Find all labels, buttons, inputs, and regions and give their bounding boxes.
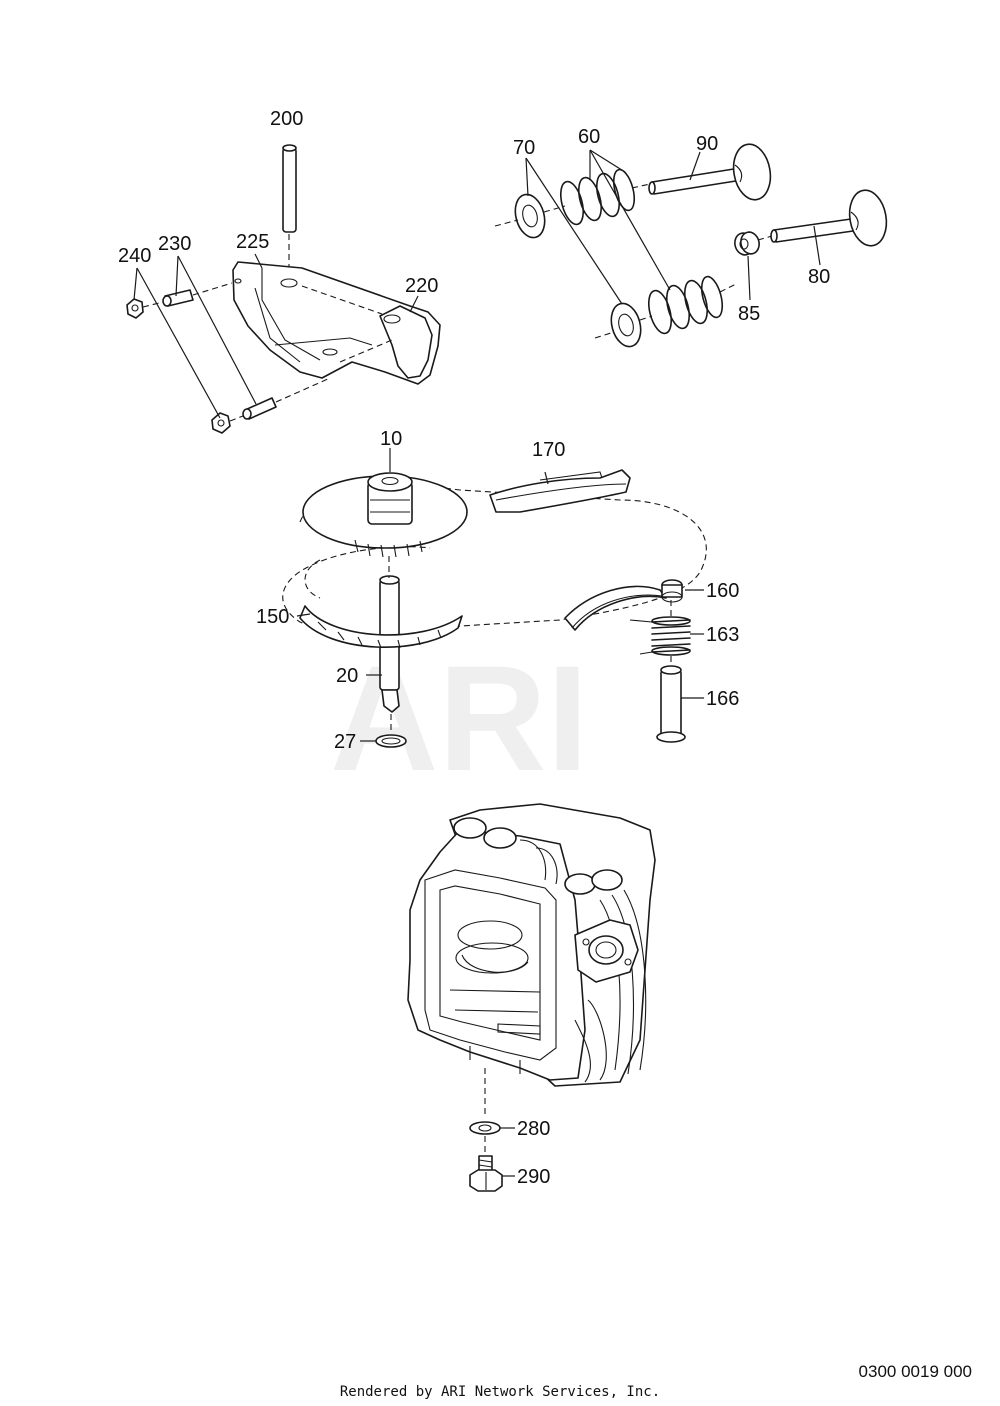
label-290: 290 — [517, 1166, 550, 1188]
label-230: 230 — [158, 233, 191, 255]
diagram-code: 0300 0019 000 — [858, 1362, 972, 1381]
part-cylinder-head[interactable] — [407, 803, 656, 1087]
part-10-cam-sprocket[interactable] — [302, 472, 468, 558]
label-80: 80 — [808, 266, 830, 288]
label-27: 27 — [334, 731, 356, 753]
part-chain-outline — [282, 482, 707, 637]
part-70-retainer-lower[interactable] — [607, 300, 645, 350]
label-10: 10 — [380, 428, 402, 450]
part-166-tensioner-pin[interactable] — [656, 665, 686, 743]
part-220-pivot[interactable] — [379, 305, 433, 379]
label-20: 20 — [336, 665, 358, 687]
label-200: 200 — [270, 108, 303, 130]
part-230-stud-lower[interactable] — [242, 397, 277, 420]
label-166: 166 — [706, 688, 739, 710]
part-150-chain-guide[interactable] — [299, 605, 463, 649]
label-225: 225 — [236, 231, 269, 253]
part-85-valve-seal[interactable] — [732, 230, 761, 257]
label-90: 90 — [696, 133, 718, 155]
label-150: 150 — [256, 606, 289, 628]
label-220: 220 — [405, 275, 438, 297]
part-60-spring-upper[interactable] — [557, 167, 638, 226]
part-170-chain-slider[interactable] — [489, 469, 631, 513]
part-225-bracket[interactable] — [232, 261, 441, 385]
part-230-stud-upper[interactable] — [162, 289, 194, 307]
part-labels: 200 240 230 225 220 70 60 90 80 85 10 17… — [118, 108, 830, 1188]
part-27-washer[interactable] — [375, 734, 407, 748]
label-160: 160 — [706, 580, 739, 602]
label-170: 170 — [532, 439, 565, 461]
part-80-valve-lower[interactable] — [770, 187, 891, 248]
timing-drive-assembly — [282, 448, 707, 748]
part-280-washer[interactable] — [469, 1121, 501, 1135]
label-70: 70 — [513, 137, 535, 159]
part-90-valve-upper[interactable] — [648, 141, 775, 202]
part-60-spring-lower[interactable] — [645, 274, 726, 335]
label-85: 85 — [738, 303, 760, 325]
credit-line: Rendered by ARI Network Services, Inc. — [339, 1384, 661, 1400]
label-280: 280 — [517, 1118, 550, 1140]
part-163-tensioner-spring[interactable] — [629, 616, 691, 656]
label-163: 163 — [706, 624, 739, 646]
watermark-text: ARI — [330, 634, 588, 802]
part-240-nut-lower[interactable] — [211, 412, 231, 434]
part-160-tensioner[interactable] — [564, 579, 683, 631]
valve-assembly — [494, 141, 891, 350]
part-200-pin[interactable] — [282, 144, 297, 233]
part-70-retainer-upper[interactable] — [511, 191, 549, 241]
label-240: 240 — [118, 245, 151, 267]
label-60: 60 — [578, 126, 600, 148]
rocker-support-assembly — [126, 144, 441, 434]
part-290-bolt[interactable] — [469, 1155, 503, 1192]
part-240-nut-upper[interactable] — [126, 298, 144, 319]
